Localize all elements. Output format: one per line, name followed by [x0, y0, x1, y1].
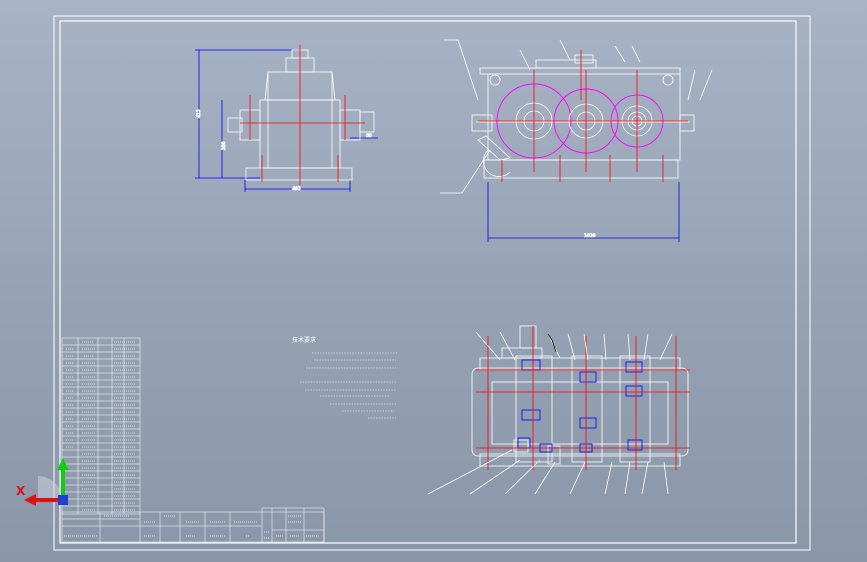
- outer-sheet-border: [53, 15, 811, 551]
- z-axis-icon: [58, 495, 68, 505]
- svg-text:495: 495: [292, 186, 301, 192]
- svg-text:1020: 1020: [584, 233, 596, 239]
- triad-x-label: X: [16, 484, 26, 498]
- plan-view: [427, 325, 690, 495]
- parts-list-text: [66, 341, 136, 511]
- svg-text:415: 415: [196, 109, 202, 118]
- title-block: [61, 507, 325, 543]
- technical-notes: 技术要求: [292, 336, 398, 419]
- view-orientation-triad[interactable]: [14, 456, 74, 516]
- svg-text:280: 280: [221, 141, 227, 150]
- y-axis-arrow-icon: [57, 458, 69, 470]
- title-block-text: [64, 515, 320, 539]
- inner-sheet-border: [59, 20, 797, 544]
- x-axis-arrow-icon: [24, 494, 36, 506]
- front-view: 1020: [440, 39, 713, 242]
- svg-text:60: 60: [366, 133, 372, 139]
- parts-list-table: [61, 337, 141, 515]
- side-view: 495 415 280 60: [195, 45, 378, 192]
- notes-title: 技术要求: [292, 336, 316, 344]
